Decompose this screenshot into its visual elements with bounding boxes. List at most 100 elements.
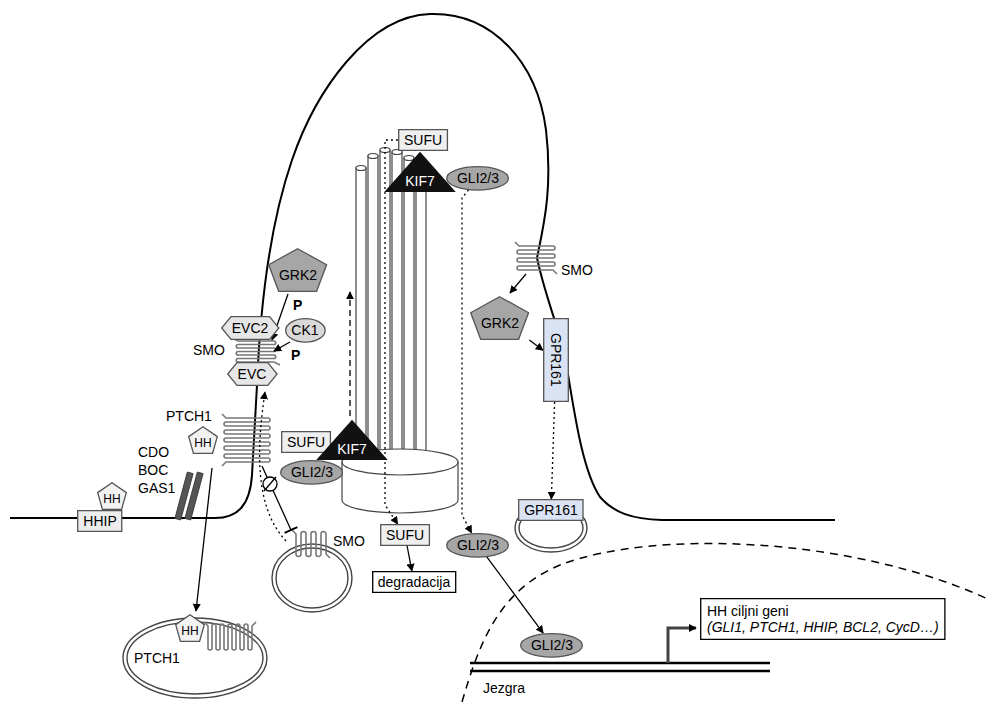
node-label: GLI2/3 xyxy=(457,170,499,186)
protein-label: SMO xyxy=(561,262,593,278)
axoneme xyxy=(356,148,426,463)
node-text: GRK2 xyxy=(481,315,519,331)
rect-shape xyxy=(372,572,455,593)
signal-arrow xyxy=(407,546,412,571)
node-text: HH xyxy=(103,492,120,506)
node-label: GLI2/3 xyxy=(531,637,573,653)
protein-label: SMO xyxy=(193,342,225,358)
node-label: KIF7 xyxy=(337,441,367,457)
node-text: GPR161 xyxy=(524,502,578,518)
vesicle-outer xyxy=(123,618,267,698)
grk2-pentagon: GRK2 xyxy=(470,296,529,340)
gli-ellipse: GLI2/3 xyxy=(520,633,583,658)
node-label: GLI2/3 xyxy=(291,464,333,480)
protein-label: PTCH1 xyxy=(166,408,212,424)
microtubule xyxy=(380,150,390,462)
protein-label: SMO xyxy=(333,533,365,549)
gpr161-box: GPR161 xyxy=(518,499,584,521)
protein-label: GAS1 xyxy=(138,480,175,496)
protein-label: Jezgra xyxy=(483,680,525,696)
transport-arrow xyxy=(349,292,350,416)
smo-receptor xyxy=(292,530,330,558)
kif7-triangle: KIF7 xyxy=(385,152,455,192)
ellipse-shape xyxy=(521,633,583,656)
coreceptor-bar xyxy=(185,472,203,520)
ellipse-shape xyxy=(447,166,509,189)
node-label: SUFU xyxy=(386,527,424,543)
phosphate-mark: P xyxy=(293,297,302,313)
signal-arrow xyxy=(529,340,543,350)
node-label: CK1 xyxy=(291,322,318,338)
pent-shape xyxy=(176,615,205,642)
node-label: KIF7 xyxy=(405,173,435,189)
node-label: GLI2/3 xyxy=(457,537,499,553)
sufu-box: SUFU xyxy=(398,129,448,151)
phosphate-mark: P xyxy=(291,347,300,363)
cell-membrane xyxy=(10,14,835,520)
dna-strand xyxy=(470,662,770,665)
node-text: HH ciljni geni xyxy=(707,603,939,619)
node-text: SUFU xyxy=(386,527,424,543)
protein-label: PTCH1 xyxy=(134,650,180,666)
protein-label: CDO xyxy=(138,444,169,460)
microtubule-end xyxy=(356,166,366,171)
ptch1-receptor xyxy=(222,414,270,466)
vesicles xyxy=(123,504,587,698)
node-text: degradacija xyxy=(378,574,450,590)
smo-receptor xyxy=(515,242,557,274)
node-label: HH xyxy=(181,624,198,638)
inhibition-bar xyxy=(285,527,298,533)
pent-shape xyxy=(471,297,529,340)
node-text: HHIP xyxy=(83,513,116,529)
node-label: GRK2 xyxy=(481,315,519,331)
connectors xyxy=(385,140,555,633)
node-text: GLI2/3 xyxy=(291,464,333,480)
dna-strand xyxy=(470,670,770,673)
rect-shape xyxy=(544,319,569,402)
node-text: HH xyxy=(181,624,198,638)
node-label: HHIP xyxy=(83,513,116,529)
ellipse-shape xyxy=(281,460,343,483)
ck1-ellipse: CK1 xyxy=(285,318,326,343)
node-text: SUFU xyxy=(287,434,325,450)
grk2-pentagon: GRK2 xyxy=(268,248,327,292)
sufu-box: SUFU xyxy=(281,431,331,453)
smo-receptor xyxy=(232,338,280,365)
node-label: GPR161 xyxy=(524,502,578,518)
node-text: (GLI1, PTCH1, HHIP, BCL2, CycD…) xyxy=(707,619,939,635)
blocked-symbol xyxy=(263,477,277,491)
hex-shape xyxy=(221,317,278,340)
node-label: SUFU xyxy=(287,434,325,450)
tri-shape xyxy=(318,421,387,460)
transport-arrow xyxy=(260,392,286,541)
ellipse-shape xyxy=(285,318,324,341)
node-label: EVC2 xyxy=(232,320,269,336)
tri-shape xyxy=(386,153,455,192)
node-label: EVC xyxy=(238,366,267,382)
node-text: GPR161 xyxy=(548,333,564,387)
receptors xyxy=(204,242,557,650)
node-label: HH xyxy=(194,436,211,450)
microtubule xyxy=(368,156,378,462)
internalization-arrow xyxy=(196,468,212,611)
target-genes-box: HH ciljni geni(GLI1, PTCH1, HHIP, BCL2, … xyxy=(700,598,946,640)
gli-ellipse: GLI2/3 xyxy=(280,460,343,485)
signal-arrow xyxy=(487,557,543,633)
kif7-triangle: KIF7 xyxy=(317,420,387,460)
hhip-box: HHIP xyxy=(77,510,122,532)
signal-arrow xyxy=(551,402,554,499)
evc-hexagon: EVC xyxy=(227,362,278,386)
gpr161-box: GPR161 xyxy=(543,318,569,402)
node-text: GLI2/3 xyxy=(531,637,573,653)
rect-shape xyxy=(399,130,448,151)
rect-shape xyxy=(701,599,945,640)
protein-label: BOC xyxy=(138,462,168,478)
signal-arrow xyxy=(385,140,398,524)
hh-ligand: HH xyxy=(175,614,205,642)
node-label: GRK2 xyxy=(279,267,317,283)
microtubule-end xyxy=(368,154,378,159)
pent-shape xyxy=(269,249,327,292)
nuclear-envelope xyxy=(462,543,990,702)
